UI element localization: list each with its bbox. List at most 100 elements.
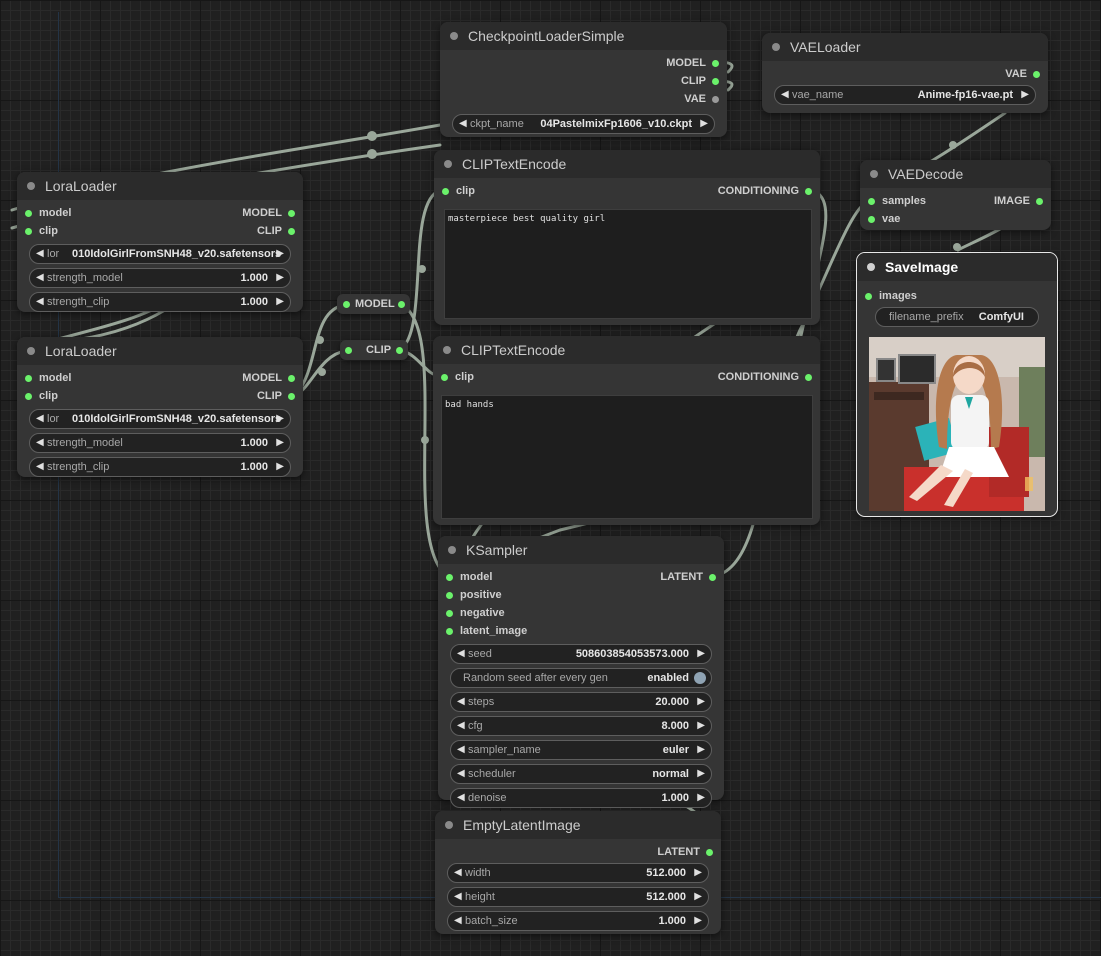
lora-name-combo[interactable]: ◀ lor 010IdolGirlFromSNH48_v20.safetenso… (29, 244, 291, 264)
slot-dot-icon[interactable] (398, 301, 405, 308)
slot-dot-icon[interactable] (446, 573, 453, 581)
node-title-bar[interactable]: EmptyLatentImage (435, 811, 721, 839)
prompt-textarea[interactable]: bad hands (441, 395, 813, 519)
slot-dot-icon[interactable] (345, 347, 352, 354)
strength-clip-number[interactable]: ◀ strength_clip 1.000 ▶ (29, 292, 291, 312)
arrow-left-icon[interactable]: ◀ (457, 768, 465, 779)
arrow-right-icon[interactable]: ▶ (697, 696, 705, 707)
steps-number[interactable]: ◀ steps 20.000 ▶ (450, 692, 712, 712)
vae-loader-node[interactable]: VAELoader VAE ◀ vae_name Anime-fp16-vae.… (762, 33, 1048, 113)
reroute-clip-node[interactable]: CLIP (340, 340, 408, 360)
collapse-dot-icon[interactable] (27, 347, 35, 355)
node-title-bar[interactable]: LoraLoader (17, 337, 303, 365)
arrow-right-icon[interactable]: ▶ (694, 915, 702, 926)
arrow-left-icon[interactable]: ◀ (454, 891, 462, 902)
slot-row-model[interactable]: model MODEL (17, 204, 303, 222)
arrow-left-icon[interactable]: ◀ (36, 248, 44, 259)
slot-row-latent-image[interactable]: latent_image (438, 622, 724, 640)
slot-dot-icon[interactable] (1036, 197, 1043, 205)
slot-dot-icon[interactable] (25, 392, 32, 400)
save-image-node[interactable]: SaveImage images filename_prefix ComfyUI (856, 252, 1058, 517)
slot-dot-icon[interactable] (805, 187, 812, 195)
prompt-textarea[interactable]: masterpiece best quality girl (444, 209, 812, 319)
slot-row-clip[interactable]: clip CONDITIONING (434, 182, 820, 200)
arrow-left-icon[interactable]: ◀ (36, 413, 44, 424)
arrow-left-icon[interactable]: ◀ (454, 867, 462, 878)
arrow-right-icon[interactable]: ▶ (697, 720, 705, 731)
arrow-right-icon[interactable]: ▶ (276, 437, 284, 448)
collapse-dot-icon[interactable] (444, 160, 452, 168)
slot-row-clip[interactable]: clip CONDITIONING (433, 368, 820, 386)
slot-row-clip[interactable]: clip CLIP (17, 222, 303, 240)
node-title-bar[interactable]: SaveImage (857, 253, 1057, 281)
arrow-right-icon[interactable]: ▶ (1021, 89, 1029, 100)
slot-dot-icon[interactable] (1033, 70, 1040, 78)
slot-dot-icon[interactable] (868, 197, 875, 205)
clip-text-encode-negative-node[interactable]: CLIPTextEncode clip CONDITIONING bad han… (433, 336, 820, 525)
arrow-left-icon[interactable]: ◀ (457, 696, 465, 707)
collapse-dot-icon[interactable] (27, 182, 35, 190)
arrow-right-icon[interactable]: ▶ (694, 867, 702, 878)
node-title-bar[interactable]: VAELoader (762, 33, 1048, 61)
slot-dot-icon[interactable] (396, 347, 403, 354)
random-seed-toggle[interactable]: Random seed after every gen enabled (450, 668, 712, 688)
slot-dot-icon[interactable] (288, 227, 295, 235)
node-title-bar[interactable]: CLIPTextEncode (433, 336, 820, 364)
output-slot-model[interactable]: MODEL (440, 54, 727, 72)
slot-row-clip[interactable]: clip CLIP (17, 387, 303, 405)
arrow-right-icon[interactable]: ▶ (694, 891, 702, 902)
lora-name-combo[interactable]: ◀ lor 010IdolGirlFromSNH48_v20.safetenso… (29, 409, 291, 429)
slot-dot-icon[interactable] (25, 227, 32, 235)
arrow-left-icon[interactable]: ◀ (781, 89, 789, 100)
scheduler-combo[interactable]: ◀ scheduler normal ▶ (450, 764, 712, 784)
slot-row-samples[interactable]: samples IMAGE (860, 192, 1051, 210)
arrow-right-icon[interactable]: ▶ (697, 648, 705, 659)
arrow-right-icon[interactable]: ▶ (697, 792, 705, 803)
arrow-right-icon[interactable]: ▶ (700, 118, 708, 129)
slot-dot-icon[interactable] (709, 573, 716, 581)
ksampler-node[interactable]: KSampler model LATENT positive negative … (438, 536, 724, 808)
slot-dot-icon[interactable] (446, 609, 453, 617)
slot-dot-icon[interactable] (446, 627, 453, 635)
height-number[interactable]: ◀ height 512.000 ▶ (447, 887, 709, 907)
collapse-dot-icon[interactable] (448, 546, 456, 554)
output-slot-latent[interactable]: LATENT (435, 843, 721, 861)
width-number[interactable]: ◀ width 512.000 ▶ (447, 863, 709, 883)
slot-dot-icon[interactable] (25, 209, 32, 217)
slot-dot-icon[interactable] (706, 848, 713, 856)
lora-loader-node-1[interactable]: LoraLoader model MODEL clip CLIP ◀ lor 0… (17, 172, 303, 312)
collapse-dot-icon[interactable] (867, 263, 875, 271)
collapse-dot-icon[interactable] (445, 821, 453, 829)
image-preview[interactable] (869, 337, 1045, 511)
empty-latent-image-node[interactable]: EmptyLatentImage LATENT ◀ width 512.000 … (435, 811, 721, 934)
cfg-number[interactable]: ◀ cfg 8.000 ▶ (450, 716, 712, 736)
arrow-right-icon[interactable]: ▶ (276, 296, 284, 307)
collapse-dot-icon[interactable] (450, 32, 458, 40)
arrow-left-icon[interactable]: ◀ (36, 296, 44, 307)
vae-decode-node[interactable]: VAEDecode samples IMAGE vae (860, 160, 1051, 230)
arrow-right-icon[interactable]: ▶ (276, 461, 284, 472)
strength-model-number[interactable]: ◀ strength_model 1.000 ▶ (29, 268, 291, 288)
clip-text-encode-positive-node[interactable]: CLIPTextEncode clip CONDITIONING masterp… (434, 150, 820, 325)
lora-loader-node-2[interactable]: LoraLoader model MODEL clip CLIP ◀ lor 0… (17, 337, 303, 477)
reroute-model-node[interactable]: MODEL (337, 294, 410, 314)
vae-name-combo[interactable]: ◀ vae_name Anime-fp16-vae.pt ▶ (774, 85, 1036, 105)
slot-row-vae[interactable]: vae (860, 210, 1051, 228)
arrow-right-icon[interactable]: ▶ (697, 744, 705, 755)
strength-model-number[interactable]: ◀ strength_model 1.000 ▶ (29, 433, 291, 453)
slot-dot-icon[interactable] (446, 591, 453, 599)
arrow-left-icon[interactable]: ◀ (36, 437, 44, 448)
slot-row-model[interactable]: model MODEL (17, 369, 303, 387)
slot-dot-icon[interactable] (805, 373, 812, 381)
arrow-left-icon[interactable]: ◀ (36, 272, 44, 283)
arrow-right-icon[interactable]: ▶ (276, 413, 284, 424)
batch-size-number[interactable]: ◀ batch_size 1.000 ▶ (447, 911, 709, 931)
filename-prefix-input[interactable]: filename_prefix ComfyUI (875, 307, 1039, 327)
slot-row-model[interactable]: model LATENT (438, 568, 724, 586)
slot-row-images[interactable]: images (857, 287, 1057, 305)
slot-row-positive[interactable]: positive (438, 586, 724, 604)
denoise-number[interactable]: ◀ denoise 1.000 ▶ (450, 788, 712, 808)
node-title-bar[interactable]: KSampler (438, 536, 724, 564)
slot-dot-icon[interactable] (288, 209, 295, 217)
sampler-name-combo[interactable]: ◀ sampler_name euler ▶ (450, 740, 712, 760)
